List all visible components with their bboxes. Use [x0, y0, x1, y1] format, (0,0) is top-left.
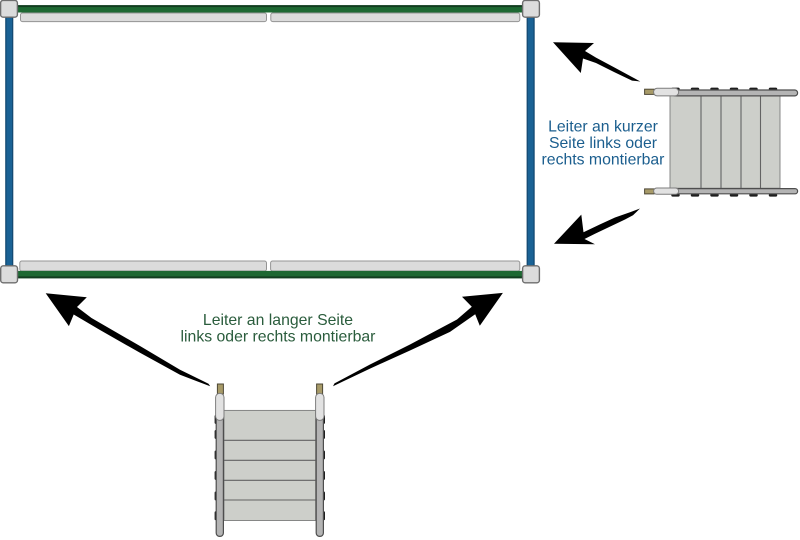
- svg-text:Leiter an kurzer: Leiter an kurzer: [548, 119, 658, 136]
- svg-text:links oder rechts montierbar: links oder rechts montierbar: [181, 329, 376, 346]
- svg-text:Leiter an langer Seite: Leiter an langer Seite: [203, 312, 353, 329]
- svg-text:Seite links oder: Seite links oder: [549, 135, 657, 152]
- svg-text:rechts montierbar: rechts montierbar: [542, 152, 665, 169]
